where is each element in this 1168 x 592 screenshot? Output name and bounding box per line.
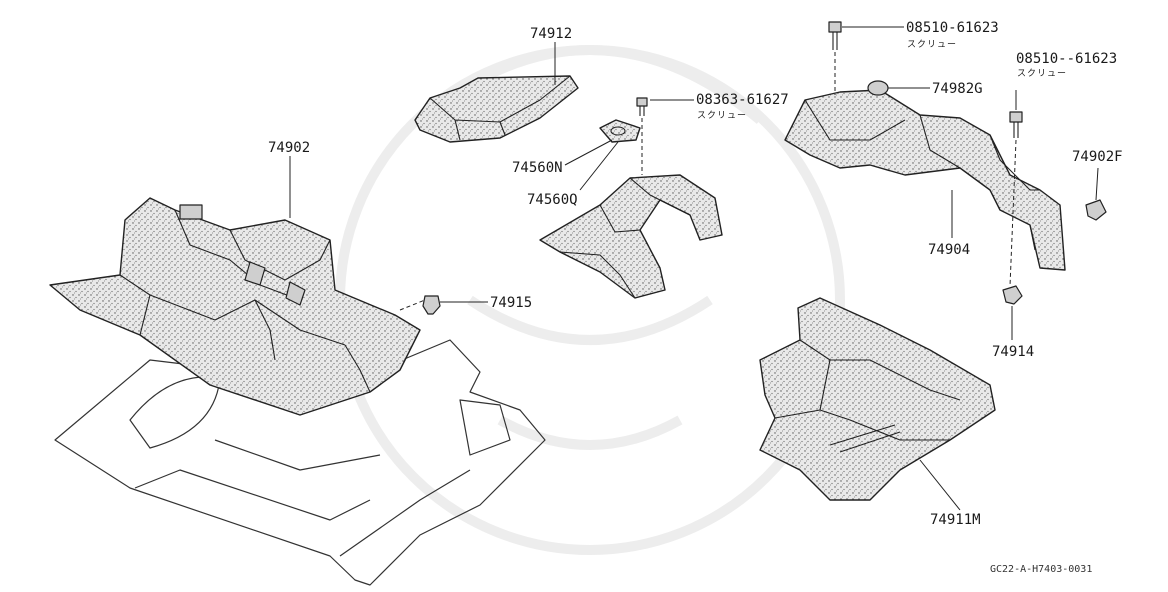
drawing-code: GC22-A-H7403-0031 (990, 564, 1092, 575)
clip-74914 (1002, 285, 1023, 305)
callout-08363-61627: 08363-61627 (696, 92, 789, 108)
screw-08510-61623-b (1009, 111, 1023, 138)
watermark-emblem (335, 45, 845, 555)
screw-08510-61623-a (828, 21, 842, 50)
callout-74902: 74902 (268, 140, 310, 156)
callout-74560q: 74560Q (527, 192, 578, 208)
insulator-74912 (414, 75, 579, 143)
clip-74902f (1085, 199, 1107, 221)
callout-74911m: 74911M (930, 512, 981, 528)
callout-74914: 74914 (992, 344, 1034, 360)
clip-74915 (422, 295, 441, 315)
callout-74982g: 74982G (932, 81, 983, 97)
bracket-74560q (539, 174, 723, 299)
callout-74904: 74904 (928, 242, 970, 258)
callout-74912: 74912 (530, 26, 572, 42)
insulator-74904 (784, 89, 1066, 271)
callout-74902f: 74902F (1072, 149, 1123, 165)
callout-08363-61627-sub: スクリュー (697, 110, 747, 121)
callout-74560n: 74560N (512, 160, 563, 176)
callout-08510-61623-b: 08510--61623 (1016, 51, 1117, 67)
floor-carpet-74902 (49, 197, 421, 416)
callout-labels: 74912 74902 74915 74560N 74560Q 08363-61… (268, 20, 1123, 575)
leader-lines (289, 26, 1099, 511)
callout-08510-61623-a: 08510-61623 (906, 20, 999, 36)
callout-08510-61623-b-sub: スクリュー (1017, 68, 1067, 79)
bracket-74560n (599, 119, 641, 143)
screw-08363-61627 (636, 97, 648, 116)
insulator-74911m (759, 297, 996, 501)
callout-08510-61623-a-sub: スクリュー (907, 39, 957, 50)
callout-74915: 74915 (490, 295, 532, 311)
grommet-74982g (867, 80, 889, 96)
